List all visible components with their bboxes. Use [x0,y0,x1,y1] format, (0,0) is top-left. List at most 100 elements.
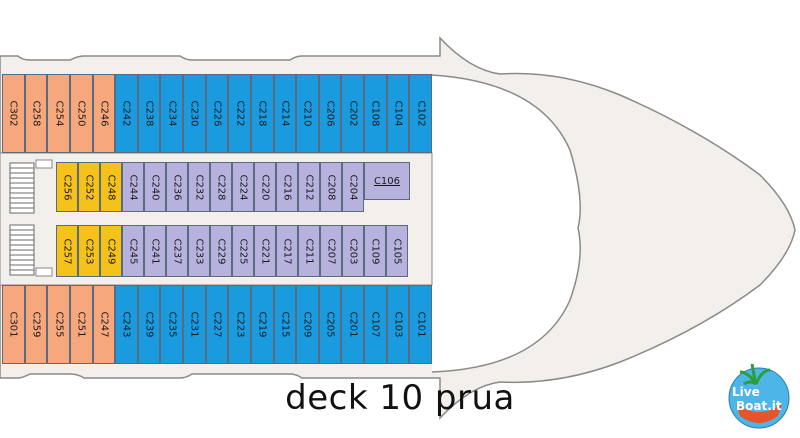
cabin-c206[interactable]: C206 [318,74,342,153]
cabin-c237[interactable]: C237 [166,225,188,277]
cabin-c258[interactable]: C258 [24,74,48,153]
cabin-c247[interactable]: C247 [92,285,116,364]
cabin-c227[interactable]: C227 [205,285,229,364]
cabin-label: C215 [279,311,291,338]
cabin-c105[interactable]: C105 [386,225,408,277]
cabin-c244[interactable]: C244 [122,162,144,212]
cabin-c204[interactable]: C204 [342,162,364,212]
cabin-label: C248 [105,173,117,201]
cabin-label: C204 [347,173,359,201]
cabin-label: C233 [193,237,205,265]
cabin-c239[interactable]: C239 [137,285,161,364]
cabin-c205[interactable]: C205 [318,285,342,364]
cabin-c243[interactable]: C243 [115,285,138,364]
cabin-label: C205 [324,311,336,338]
logo-bottom-text: Boat.it [736,399,782,413]
cabin-c101[interactable]: C101 [409,285,432,364]
cabin-c233[interactable]: C233 [188,225,210,277]
cabin-c257[interactable]: C257 [56,225,78,277]
cabin-label: C216 [281,173,293,201]
cabin-c250[interactable]: C250 [69,74,93,153]
cabin-c252[interactable]: C252 [78,162,100,212]
cabin-c102[interactable]: C102 [409,74,432,153]
cabin-label: C206 [324,100,336,127]
cabin-c211[interactable]: C211 [298,225,320,277]
cabin-c234[interactable]: C234 [160,74,184,153]
cabin-c208[interactable]: C208 [320,162,342,212]
cabin-c210[interactable]: C210 [296,74,319,153]
cabin-c224[interactable]: C224 [232,162,254,212]
cabin-c302[interactable]: C302 [2,74,25,153]
cabin-c108[interactable]: C108 [364,74,387,153]
cabin-label: C302 [7,100,19,127]
cabin-c215[interactable]: C215 [273,285,297,364]
cabin-label: C101 [415,311,427,338]
cabin-c230[interactable]: C230 [183,74,206,153]
cabin-c207[interactable]: C207 [320,225,342,277]
cabin-c256[interactable]: C256 [56,162,78,212]
cabin-c228[interactable]: C228 [210,162,232,212]
cabin-c221[interactable]: C221 [254,225,276,277]
cabin-label: C223 [234,311,246,338]
cabin-c218[interactable]: C218 [250,74,274,153]
cabin-c253[interactable]: C253 [78,225,100,277]
cabin-c219[interactable]: C219 [250,285,274,364]
cabin-c259[interactable]: C259 [24,285,48,364]
cabin-c220[interactable]: C220 [254,162,276,212]
cabin-c254[interactable]: C254 [47,74,70,153]
cabin-c222[interactable]: C222 [228,74,251,153]
cabin-c214[interactable]: C214 [273,74,297,153]
cabin-label: C247 [98,311,110,338]
cabin-label: C243 [120,311,132,338]
cabin-c231[interactable]: C231 [183,285,206,364]
cabin-c209[interactable]: C209 [296,285,319,364]
cabin-c241[interactable]: C241 [144,225,166,277]
cabin-c225[interactable]: C225 [232,225,254,277]
cabin-label: C246 [98,100,110,127]
cabin-c255[interactable]: C255 [47,285,70,364]
cabin-c106[interactable]: C106 [364,162,410,200]
cabin-c216[interactable]: C216 [276,162,298,212]
cabin-c245[interactable]: C245 [122,225,144,277]
cabin-c236[interactable]: C236 [166,162,188,212]
cabin-c301[interactable]: C301 [2,285,25,364]
cabin-c107[interactable]: C107 [364,285,387,364]
cabin-c103[interactable]: C103 [386,285,410,364]
cabin-c248[interactable]: C248 [100,162,122,212]
cabin-label: C235 [166,311,178,338]
cabin-label: C240 [149,173,161,201]
cabin-c202[interactable]: C202 [341,74,365,153]
bow-curve [431,74,581,373]
cabin-c104[interactable]: C104 [386,74,410,153]
cabin-c212[interactable]: C212 [298,162,320,212]
cabin-c249[interactable]: C249 [100,225,122,277]
cabin-c240[interactable]: C240 [144,162,166,212]
cabin-c251[interactable]: C251 [69,285,93,364]
cabin-c232[interactable]: C232 [188,162,210,212]
cabin-c235[interactable]: C235 [160,285,184,364]
cabin-label: C238 [143,100,155,127]
cabin-c223[interactable]: C223 [228,285,251,364]
cabin-c217[interactable]: C217 [276,225,298,277]
cabin-c238[interactable]: C238 [137,74,161,153]
stairs-bottom [9,224,35,276]
cabin-label: C225 [237,237,249,265]
cabin-label: C201 [347,311,359,338]
cabin-c201[interactable]: C201 [341,285,365,364]
cabin-label: C208 [325,173,337,201]
cabin-label: C203 [347,237,359,265]
cabin-c226[interactable]: C226 [205,74,229,153]
cabin-c203[interactable]: C203 [342,225,364,277]
cabin-c229[interactable]: C229 [210,225,232,277]
cabin-label: C301 [7,311,19,338]
cabin-c109[interactable]: C109 [364,225,386,277]
cabin-label: C219 [256,311,268,338]
cabin-label: C228 [215,173,227,201]
cabin-label: C232 [193,173,205,201]
cabin-label: C217 [281,237,293,265]
cabin-c246[interactable]: C246 [92,74,116,153]
cabin-label: C251 [75,311,87,338]
cabin-label: C226 [211,100,223,127]
cabin-c242[interactable]: C242 [115,74,138,153]
